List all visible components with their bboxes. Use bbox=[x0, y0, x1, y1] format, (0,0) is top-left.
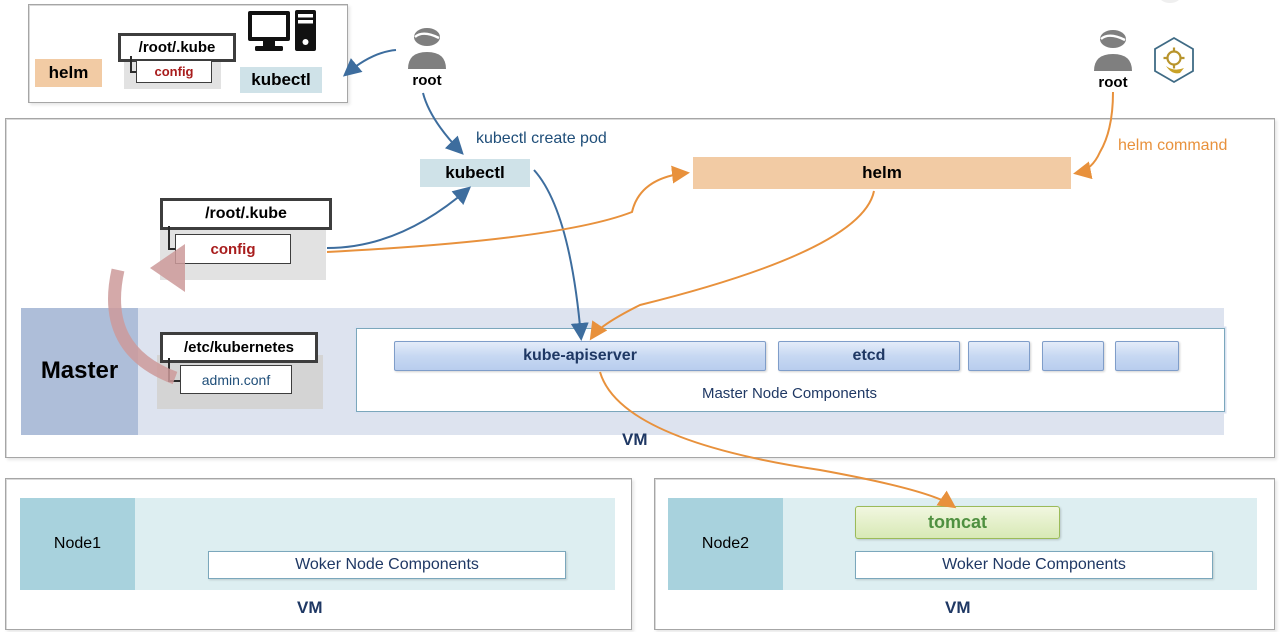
tomcat-pod-box[interactable]: tomcat bbox=[855, 506, 1060, 539]
client-kubectl-chip[interactable]: kubectl bbox=[240, 67, 322, 93]
partial-decoration-icon bbox=[1155, 0, 1185, 16]
node2-vm-label: VM bbox=[945, 598, 971, 617]
node2-label: Node2 bbox=[701, 535, 750, 552]
master-node-label: Master bbox=[40, 357, 119, 384]
node1-vm-label: VM bbox=[297, 598, 323, 617]
component-empty-3[interactable] bbox=[1115, 341, 1179, 371]
helm-hexagon-logo-icon bbox=[1150, 36, 1198, 84]
master-node-components-label: Master Node Components bbox=[701, 385, 878, 402]
component-kube-apiserver[interactable]: kube-apiserver bbox=[394, 341, 766, 371]
vm-etc-kubernetes-path-box: /etc/kubernetes bbox=[160, 332, 318, 363]
desktop-computer-icon bbox=[247, 9, 317, 53]
root-user-label-right: root bbox=[1098, 74, 1128, 91]
component-empty-1[interactable] bbox=[968, 341, 1030, 371]
client-tree-elbow-icon bbox=[130, 56, 141, 73]
vm-config-file-box[interactable]: config bbox=[175, 234, 291, 264]
client-config-file-box[interactable]: config bbox=[136, 60, 212, 83]
component-etcd[interactable]: etcd bbox=[778, 341, 960, 371]
vm-kube-path-box: /root/.kube bbox=[160, 198, 332, 230]
vm-helm-box[interactable]: helm bbox=[693, 157, 1071, 189]
vm-kubectl-box[interactable]: kubectl bbox=[420, 159, 530, 187]
node1-block bbox=[20, 498, 135, 590]
root-user-label-left: root bbox=[412, 72, 442, 89]
node1-label: Node1 bbox=[53, 535, 102, 552]
arrow-label-kubectl-create-pod: kubectl create pod bbox=[476, 130, 607, 147]
client-helm-chip[interactable]: helm bbox=[35, 59, 102, 87]
component-empty-2[interactable] bbox=[1042, 341, 1104, 371]
arrow-label-helm-command: helm command bbox=[1118, 137, 1228, 154]
root-user-icon-right bbox=[1090, 28, 1136, 72]
master-vm-label: VM bbox=[622, 430, 648, 449]
vm-etc-tree-elbow-icon bbox=[168, 358, 180, 382]
arrow-root-to-client-kubectl bbox=[342, 49, 397, 77]
vm-admin-conf-file-box[interactable]: admin.conf bbox=[180, 365, 292, 394]
root-user-icon-left bbox=[404, 26, 450, 70]
node2-worker-components-box: Woker Node Components bbox=[855, 551, 1213, 579]
node2-block bbox=[668, 498, 783, 590]
node1-worker-components-box: Woker Node Components bbox=[208, 551, 566, 579]
